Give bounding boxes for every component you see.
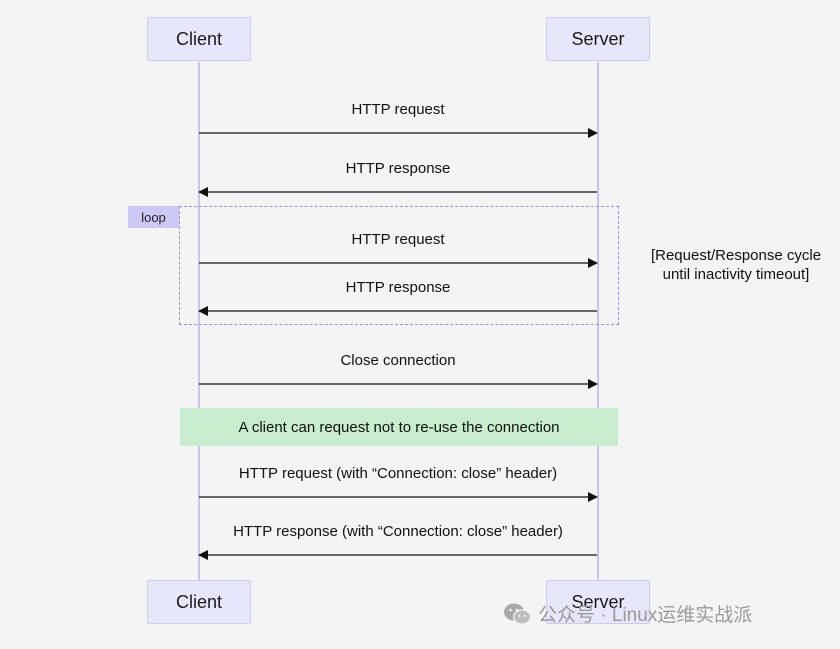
message-label-6: HTTP request (with “Connection: close” h… <box>238 465 558 482</box>
message-label-5: Close connection <box>340 352 456 369</box>
loop-note: [Request/Response cycle until inactivity… <box>636 246 836 284</box>
loop-frame <box>179 206 619 325</box>
loop-tag: loop <box>128 206 179 228</box>
loop-note-line-1: [Request/Response cycle <box>650 247 822 264</box>
client-actor-bottom: Client <box>147 580 251 624</box>
message-label-2: HTTP response <box>345 160 451 177</box>
message-label-7: HTTP response (with “Connection: close” … <box>233 523 563 540</box>
server-actor-top: Server <box>546 17 650 61</box>
server-actor-bottom: Server <box>546 580 650 624</box>
message-label-3: HTTP request <box>351 231 445 248</box>
watermark-text: 公众号 · Linux运维实战派 <box>538 605 753 626</box>
server-lifeline <box>597 62 599 580</box>
loop-note-line-2: until inactivity timeout] <box>662 266 810 283</box>
wechat-icon <box>504 603 532 625</box>
message-label-4: HTTP response <box>345 279 451 296</box>
client-lifeline <box>198 62 200 580</box>
message-label-1: HTTP request <box>351 101 445 118</box>
watermark: 公众号 · Linux运维实战派 <box>502 600 752 627</box>
client-actor-top: Client <box>147 17 251 61</box>
connection-note: A client can request not to re-use the c… <box>180 408 618 446</box>
